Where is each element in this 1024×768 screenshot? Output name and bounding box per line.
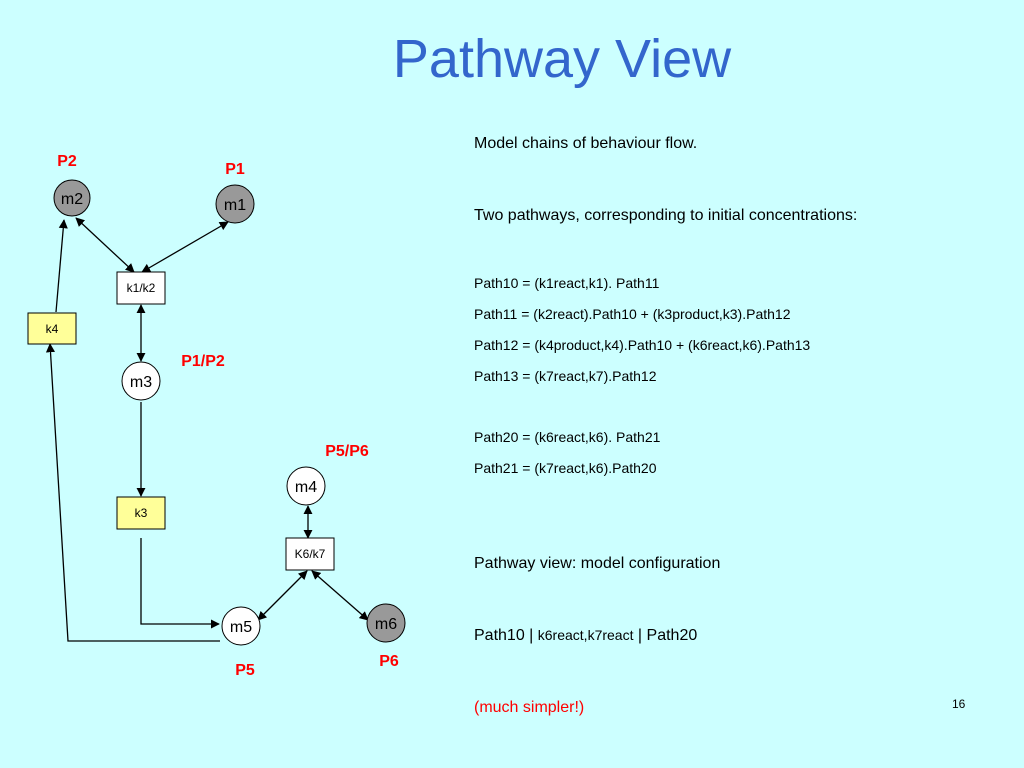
box-k6k7: K6/k7 [285,537,335,571]
node-m4: m4 [286,466,326,506]
edge-k6k7-m6 [311,570,369,621]
edge-m1-k1k2 [141,221,229,273]
box-k1k2: k1/k2 [116,271,166,305]
text-config-heading: Pathway view: model configuration [474,555,721,572]
edge-m5-k4 [45,343,220,642]
text-def-path20: Path20 = (k6react,k6). Path21 [474,429,661,445]
text-def-path12: Path12 = (k4product,k4).Path10 + (k6reac… [474,337,811,353]
config-actions: k6react,k7react [537,627,634,643]
label-p5p6: P5/P6 [325,443,369,460]
edge-k3-m5 [140,538,220,629]
edge-m2-k1k2 [75,217,135,273]
svg-text:k4: k4 [46,322,59,336]
svg-text:m4: m4 [295,479,317,496]
svg-text:m1: m1 [224,197,246,214]
text-two-pathways: Two pathways, corresponding to initial c… [474,207,858,224]
label-p1p2: P1/P2 [181,353,225,370]
label-p6: P6 [379,653,399,670]
svg-text:m2: m2 [61,191,83,208]
svg-text:m6: m6 [375,616,397,633]
text-def-path11: Path11 = (k2react).Path10 + (k3product,k… [474,306,791,322]
config-path20: | Path20 [633,627,698,644]
node-m5: m5 [221,606,261,646]
label-p1: P1 [225,161,245,178]
text-def-path10: Path10 = (k1react,k1). Path11 [474,275,660,291]
node-m1: m1 [215,184,255,224]
slide-title: Pathway View [392,29,732,89]
node-m3: m3 [121,361,161,401]
label-p2: P2 [57,153,77,170]
text-def-path13: Path13 = (k7react,k7).Path12 [474,368,657,384]
edge-k4-m2 [55,219,68,313]
svg-text:k1/k2: k1/k2 [127,281,156,295]
svg-text:m3: m3 [130,374,152,391]
svg-text:k3: k3 [135,506,148,520]
box-k4: k4 [27,312,77,345]
svg-text:m5: m5 [230,619,252,636]
node-m2: m2 [53,179,91,217]
edge-k6k7-m5 [257,570,308,621]
text-note: (much simpler!) [474,699,585,716]
page-number: 16 [952,697,966,711]
node-m6: m6 [366,603,406,643]
config-path10: Path10 | [474,627,538,644]
box-k3: k3 [116,496,166,530]
svg-text:K6/k7: K6/k7 [295,547,326,561]
label-p5: P5 [235,662,255,679]
text-model-chains: Model chains of behaviour flow. [474,135,698,152]
text-def-path21: Path21 = (k7react,k6).Path20 [474,460,657,476]
text-config-line: Path10 | k6react,k7react | Path20 [474,627,697,645]
